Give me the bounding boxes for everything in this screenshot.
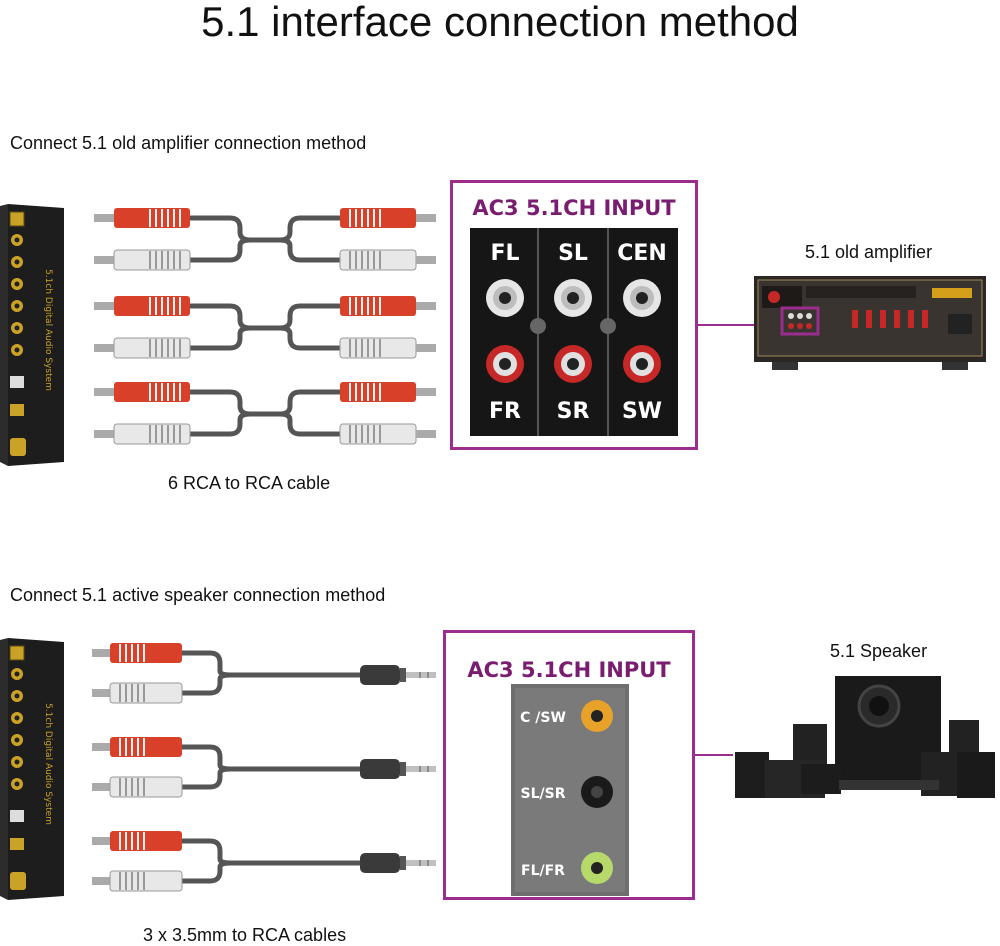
- jack-orange-csw: [581, 700, 613, 732]
- rca-plug-white-c: [92, 870, 183, 892]
- section1-cable-caption: 6 RCA to RCA cable: [168, 473, 331, 493]
- decoder-label-1: 5.1ch Digital Audio System: [43, 269, 53, 391]
- rca-plug-white-a: [92, 682, 183, 704]
- rca-plug-red-b: [92, 737, 182, 757]
- rca-plug-left-red-2: [94, 296, 190, 316]
- ac3-input-panel-2: AC3 5.1CH INPUT C /SW SL/SR FL/FR: [443, 630, 695, 900]
- aux-plug-2: [360, 759, 436, 779]
- rca-plug-left-white-3: [94, 423, 191, 445]
- jack-flfr-label: FL/FR: [521, 863, 565, 879]
- panel-title-1: AC3 5.1CH INPUT: [472, 196, 676, 220]
- rca-cables: [94, 208, 436, 445]
- rca-plug-right-white-1: [339, 249, 436, 271]
- rca-plug-red-c: [92, 831, 182, 851]
- jack-green-flfr: [581, 852, 613, 884]
- amplifier-label: 5.1 old amplifier: [805, 242, 933, 262]
- section1-heading: Connect 5.1 old amplifier connection met…: [10, 133, 367, 153]
- rca-plug-right-white-3: [339, 423, 436, 445]
- decoder-box-1: 5.1ch Digital Audio System: [0, 204, 64, 466]
- channel-fr-label: FR: [489, 399, 521, 424]
- section2-heading: Connect 5.1 active speaker connection me…: [10, 585, 386, 605]
- decoder-box-2: 5.1ch Digital Audio System: [0, 638, 64, 900]
- panel-title-2: AC3 5.1CH INPUT: [467, 658, 671, 682]
- connector-line-2: [695, 754, 733, 756]
- decoder-label-2: 5.1ch Digital Audio System: [43, 703, 53, 825]
- rca-plug-right-red-1: [340, 208, 436, 228]
- rca-jack-red-fr: [486, 345, 524, 383]
- rca-jack-red-sr: [554, 345, 592, 383]
- rca-plug-right-red-3: [340, 382, 436, 402]
- rca-plug-white-b: [92, 776, 183, 798]
- rca-plug-left-red-3: [94, 382, 190, 402]
- rca-jack-white-cen: [623, 279, 661, 317]
- rca-plug-left-white-1: [94, 249, 191, 271]
- rca-plug-right-white-2: [339, 337, 436, 359]
- rca-jack-white-fl: [486, 279, 524, 317]
- channel-sl-label: SL: [558, 241, 588, 266]
- aux-plug-1: [360, 665, 436, 685]
- rca-jack-red-sw: [623, 345, 661, 383]
- aux-plug-3: [360, 853, 436, 873]
- section2-cable-caption: 3 x 3.5mm to RCA cables: [143, 925, 347, 945]
- rca-plug-red-a: [92, 643, 182, 663]
- channel-cen-label: CEN: [617, 241, 667, 266]
- rca-plug-left-white-2: [94, 337, 191, 359]
- channel-fl-label: FL: [490, 241, 519, 266]
- channel-sr-label: SR: [557, 399, 590, 424]
- rca-plug-right-red-2: [340, 296, 436, 316]
- speaker-system-image: [735, 676, 995, 798]
- jack-slsr-label: SL/SR: [521, 786, 566, 802]
- jack-csw-label: C /SW: [520, 710, 566, 726]
- ac3-input-panel-1: AC3 5.1CH INPUT FL SL CEN FR SR SW: [450, 180, 698, 450]
- jack-black-slsr: [581, 776, 613, 808]
- channel-sw-label: SW: [622, 399, 662, 424]
- amplifier-image: [754, 276, 986, 370]
- rca-jack-white-sl: [554, 279, 592, 317]
- aux-to-rca-cables: [92, 643, 436, 892]
- speaker-label: 5.1 Speaker: [830, 641, 928, 661]
- page-title: 5.1 interface connection method: [201, 0, 799, 45]
- rca-plug-left-red-1: [94, 208, 190, 228]
